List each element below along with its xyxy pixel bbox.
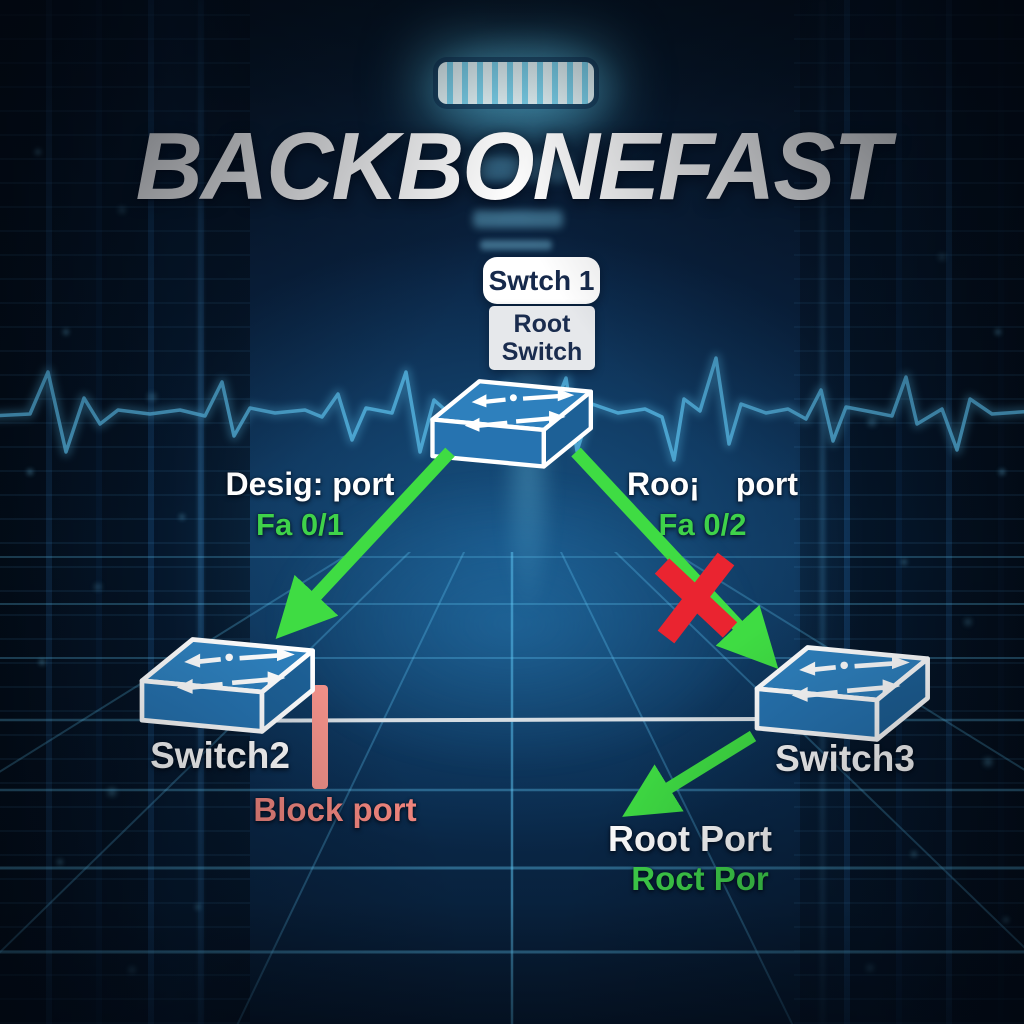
root-port-arrow-icon [571,447,779,669]
designated-port-arrow-icon [275,447,455,639]
root-port-bottom-arrow-icon [622,730,757,817]
